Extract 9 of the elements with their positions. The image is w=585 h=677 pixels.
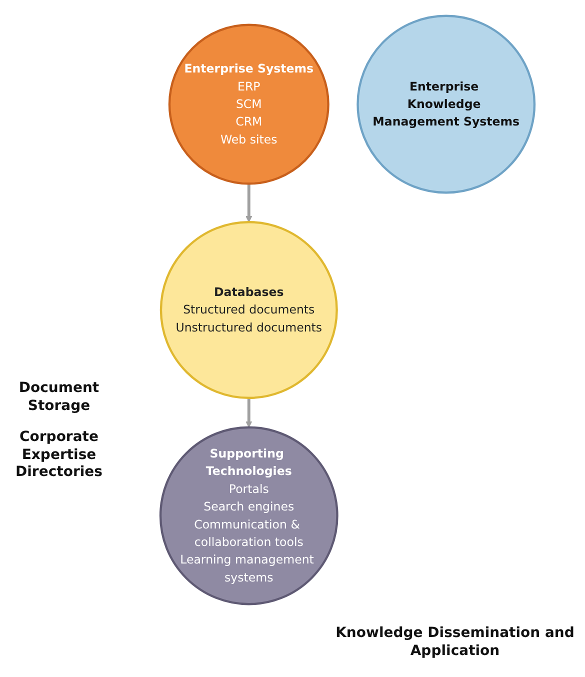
arrow <box>246 184 252 222</box>
arrow <box>246 398 252 428</box>
caption-text: Corporate Expertise Directories <box>14 429 104 482</box>
node-circle: Enterprise Systems ERP SCM CRM Web sites <box>168 24 330 185</box>
caption-text: Knowledge Dissemination and Application <box>334 625 576 660</box>
node-circle: Supporting Technologies Portals Search engines Communication & collaboration tools Learning management systems <box>159 426 338 606</box>
node-circle: Databases Structured documents Unstructured documents <box>160 220 338 400</box>
caption-text: Document Storage <box>18 380 100 415</box>
node-circle: Enterprise Knowledge Management Systems <box>356 14 536 194</box>
